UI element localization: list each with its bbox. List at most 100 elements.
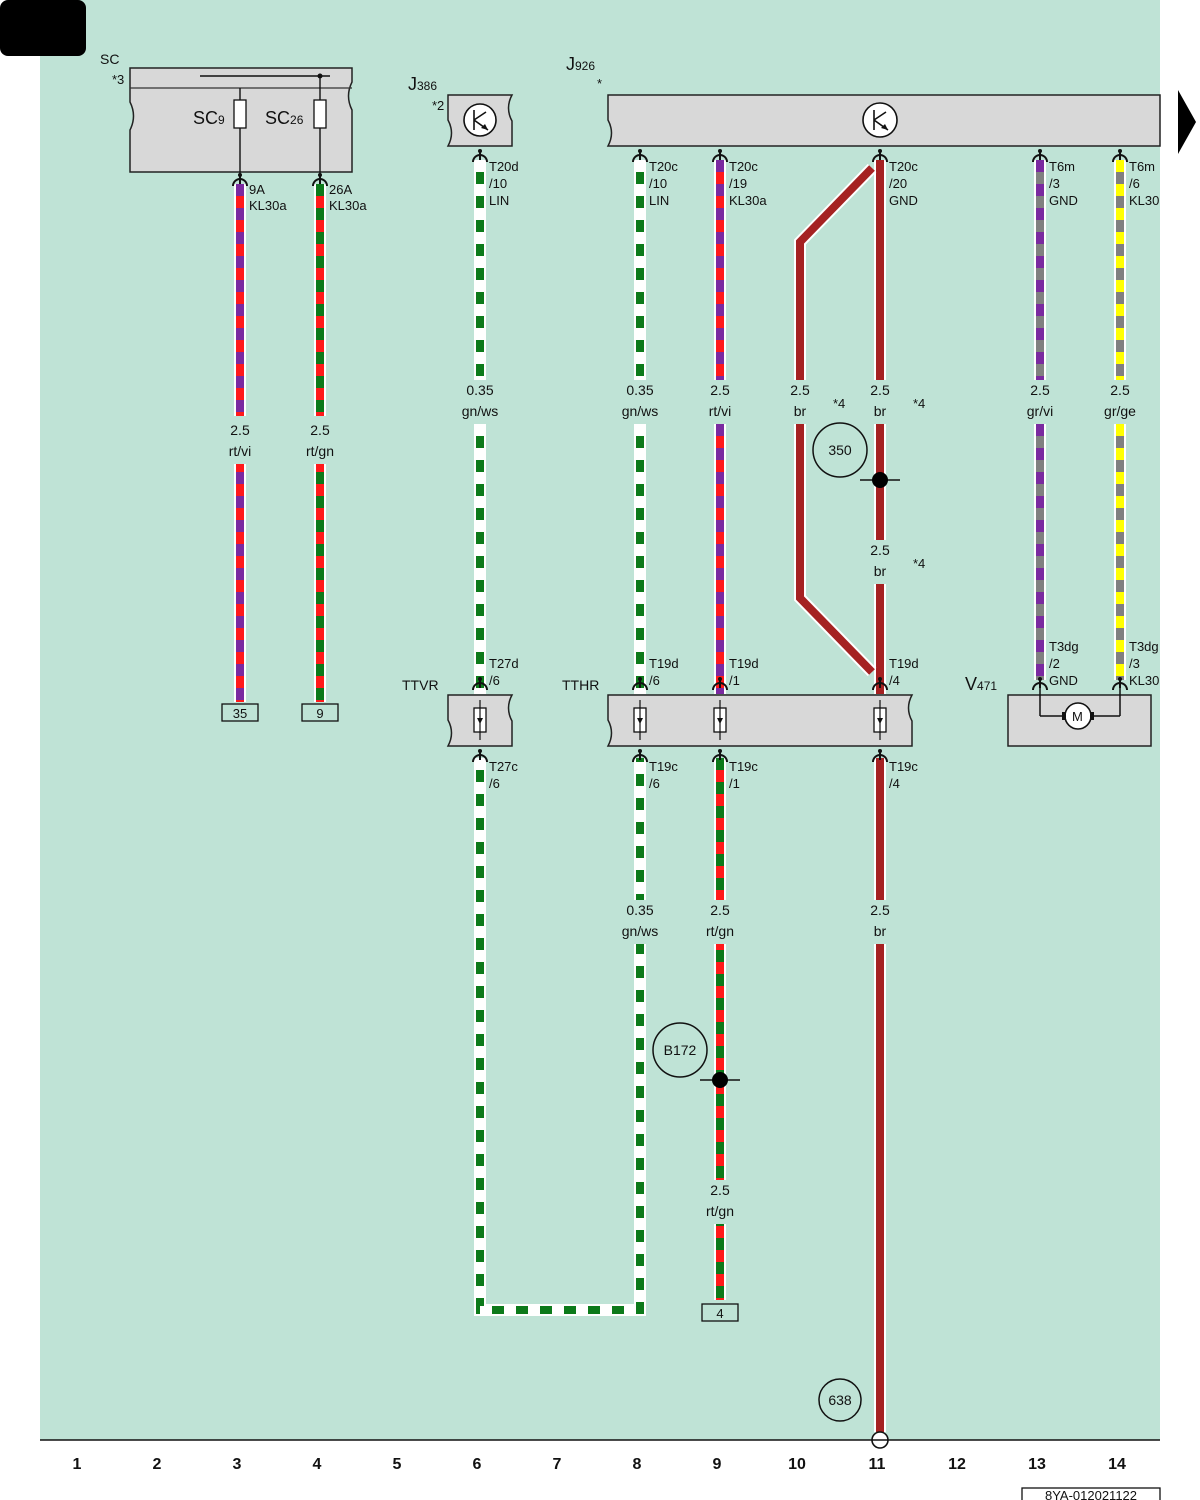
wire-size-w11b: 2.5 xyxy=(870,542,890,558)
connector-pin-640 xyxy=(633,700,647,740)
wire-size-w10: 2.5 xyxy=(790,382,810,398)
ref-4-label: 4 xyxy=(716,1306,723,1321)
ref-box-9[interactable] xyxy=(301,703,339,722)
ref-9-label: 9 xyxy=(316,706,323,721)
cup-mid-1040 xyxy=(1032,677,1048,691)
sc-label: SC xyxy=(100,51,119,67)
label-gap-w8 xyxy=(618,380,662,424)
tthr-label: TTHR xyxy=(562,677,599,693)
connector-pin-720 xyxy=(713,700,727,740)
ref-box-4[interactable] xyxy=(701,1303,739,1322)
wire-color-w8low: gn/ws xyxy=(622,923,659,939)
cup-mid-880 xyxy=(872,677,888,691)
control-unit-j926[interactable] xyxy=(606,94,1161,147)
fuse-sc26-label: SC26 xyxy=(265,108,304,128)
column-number: 9 xyxy=(713,1456,722,1473)
pin-label-t19d4: T19d/4 xyxy=(889,656,919,688)
cup-top-720 xyxy=(712,149,728,163)
page-code-box xyxy=(1021,1487,1161,1500)
connector-tthr[interactable] xyxy=(606,694,914,747)
pin-label-t19d1: T19d/1 xyxy=(729,656,759,688)
label-gap-w11low xyxy=(858,900,902,944)
label-gap-w9 xyxy=(698,380,742,424)
j926-label: J926 xyxy=(566,54,595,74)
cup-top-480 xyxy=(472,149,488,163)
wire-color-w8: gn/ws xyxy=(622,403,659,419)
cup-top-1040 xyxy=(1032,149,1048,163)
wire-color-w4: rt/gn xyxy=(306,443,334,459)
column-number: 5 xyxy=(393,1456,402,1473)
wire-labels: 2.5 rt/vi 2.5 rt/gn 0.35 gn/ws 0.35 gn/w… xyxy=(228,382,1136,1219)
wire-color-w9low2: rt/gn xyxy=(706,1203,734,1219)
wire-size-w9low: 2.5 xyxy=(710,902,730,918)
connector-cups xyxy=(232,149,1128,763)
connector-pin-880 xyxy=(873,700,887,740)
control-unit-j386[interactable] xyxy=(446,94,514,147)
wire-size-w14: 2.5 xyxy=(1110,382,1130,398)
fuse-sc9[interactable] xyxy=(233,99,247,129)
wire-loop-gn-ws[interactable] xyxy=(474,758,646,1316)
cup-top-880 xyxy=(872,149,888,163)
wire-color-w9low: rt/gn xyxy=(706,923,734,939)
note-4b: *4 xyxy=(913,396,925,411)
sc-note: *3 xyxy=(112,72,124,87)
fuse-sc26[interactable] xyxy=(313,99,327,129)
wire-color-w11b: br xyxy=(874,563,887,579)
column-number: 4 xyxy=(313,1456,322,1473)
wire-size-w11low: 2.5 xyxy=(870,902,890,918)
pin-label-t19c4: T19c/4 xyxy=(889,759,918,791)
wire-color-w11low: br xyxy=(874,923,887,939)
cup-bot-640 xyxy=(632,749,648,763)
label-gap-w8low xyxy=(618,900,662,944)
page-corner-tab xyxy=(0,0,86,56)
wire-color-w11: br xyxy=(874,403,887,419)
column-number: 13 xyxy=(1028,1456,1046,1473)
column-number: 12 xyxy=(948,1456,966,1473)
wire-color-w3: rt/vi xyxy=(229,443,252,459)
cup-sc26 xyxy=(312,173,328,187)
pin-label-t27c6: T27c/6 xyxy=(489,759,518,791)
pin-label-t19c6: T19c/6 xyxy=(649,759,678,791)
label-gap-w9low xyxy=(698,900,742,944)
pin-label-t27d6: T27d/6 xyxy=(489,656,519,688)
diagram-background xyxy=(40,0,1160,1440)
label-gap-w6 xyxy=(458,380,502,424)
column-number: 7 xyxy=(553,1456,562,1473)
wire-color-w14: gr/ge xyxy=(1104,403,1136,419)
wire-size-w8: 0.35 xyxy=(626,382,653,398)
j926-note: * xyxy=(597,76,602,91)
splice-350[interactable] xyxy=(812,422,900,488)
j386-note: *2 xyxy=(432,98,444,113)
splice-b172[interactable] xyxy=(652,1022,740,1088)
column-number: 10 xyxy=(788,1456,806,1473)
continue-arrow[interactable] xyxy=(1178,90,1196,154)
column-number: 6 xyxy=(473,1456,482,1473)
column-number: 11 xyxy=(869,1456,886,1473)
pin-label-t19c1: T19c/1 xyxy=(729,759,758,791)
wires-layer xyxy=(234,160,1142,1432)
page-code: 8YA-012021122 xyxy=(1045,1488,1137,1500)
ref-box-35[interactable] xyxy=(221,703,259,722)
wire-color-w13: gr/vi xyxy=(1027,403,1053,419)
motor-v471[interactable] xyxy=(1007,688,1152,747)
label-gap-w14 xyxy=(1098,380,1142,424)
cup-mid-1120 xyxy=(1112,677,1128,691)
cup-sc9 xyxy=(232,173,248,187)
ref-35-label: 35 xyxy=(233,706,247,721)
wire-size-w11: 2.5 xyxy=(870,382,890,398)
j386-label: J386 xyxy=(408,74,437,94)
label-gap-w11b xyxy=(858,540,902,584)
wire-size-w13: 2.5 xyxy=(1030,382,1050,398)
cup-bot-880 xyxy=(872,749,888,763)
column-number: 2 xyxy=(153,1456,162,1473)
fuse-carrier-sc[interactable] xyxy=(129,67,353,178)
wire-size-w8low: 0.35 xyxy=(626,902,653,918)
